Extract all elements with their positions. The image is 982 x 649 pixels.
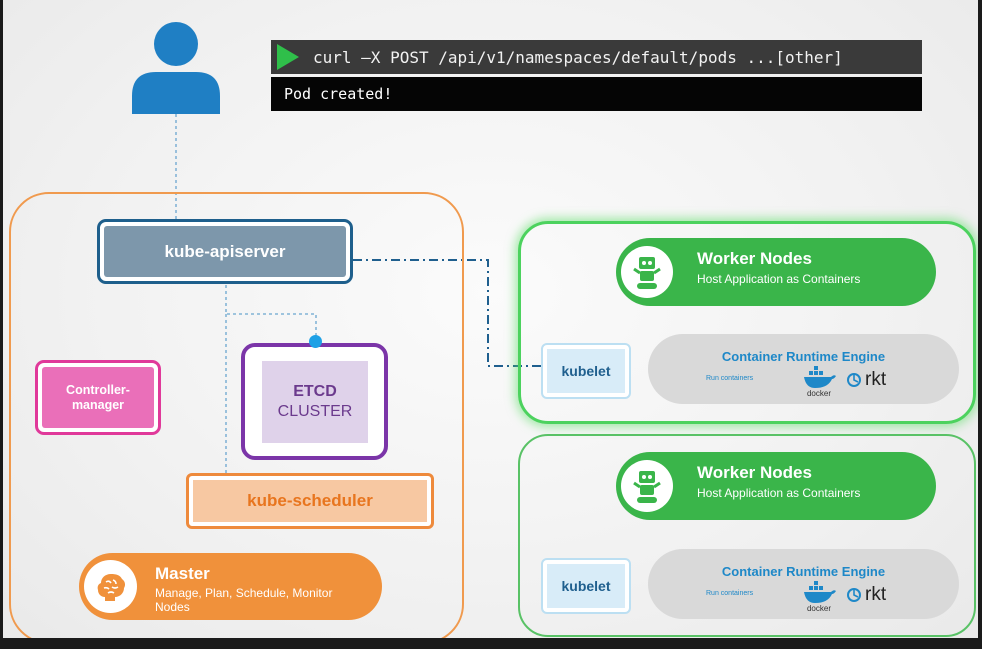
etcd-cluster-box[interactable]: ETCD CLUSTER	[241, 343, 388, 460]
rkt-label: rkt	[865, 584, 887, 605]
brain-icon	[84, 560, 137, 613]
terminal-command: curl –X POST /api/v1/namespaces/default/…	[313, 47, 843, 67]
worker-nodes-subtitle: Host Application as Containers	[697, 272, 861, 286]
kube-apiserver-box[interactable]: kube-apiserver	[97, 219, 353, 284]
master-pill: Master Manage, Plan, Schedule, Monitor N…	[79, 553, 382, 620]
window-edge-right	[978, 0, 982, 649]
controller-manager-label: Controller- manager	[42, 367, 154, 428]
docker-icon: docker	[801, 580, 837, 613]
kube-scheduler-label: kube-scheduler	[193, 480, 427, 522]
docker-icon: docker	[801, 365, 837, 398]
master-description: Manage, Plan, Schedule, Monitor Nodes	[155, 586, 333, 614]
controller-manager-label-line2: manager	[71, 397, 125, 412]
window-edge-left	[0, 0, 3, 649]
container-runtime-engine[interactable]: Container Runtime Engine Run containers …	[648, 549, 959, 619]
bottom-bar	[0, 638, 982, 649]
worker-nodes-title: Worker Nodes	[697, 463, 812, 482]
worker-nodes-title: Worker Nodes	[697, 249, 812, 268]
robot-icon	[621, 246, 673, 298]
worker-nodes-subtitle: Host Application as Containers	[697, 486, 861, 500]
rkt-logo: rkt	[846, 584, 886, 606]
rkt-icon	[847, 588, 861, 602]
connector-dot	[309, 335, 322, 348]
rkt-label: rkt	[865, 369, 887, 390]
master-title: Master	[155, 564, 210, 583]
kube-scheduler-box[interactable]: kube-scheduler	[186, 473, 434, 529]
docker-label: docker	[807, 604, 831, 612]
container-runtime-subtitle: Run containers	[706, 375, 754, 382]
container-runtime-title: Container Runtime Engine	[721, 349, 886, 364]
terminal-command-bar: curl –X POST /api/v1/namespaces/default/…	[271, 40, 922, 74]
kubelet-box[interactable]: kubelet	[541, 558, 631, 614]
etcd-cluster-inner: ETCD CLUSTER	[262, 361, 368, 443]
kube-apiserver-label: kube-apiserver	[104, 226, 346, 277]
kubelet-label: kubelet	[547, 564, 625, 608]
worker-node-panel	[518, 434, 976, 637]
rkt-icon	[847, 373, 861, 387]
controller-manager-box[interactable]: Controller- manager	[35, 360, 161, 435]
kubelet-label: kubelet	[547, 349, 625, 393]
controller-manager-label-line1: Controller-	[66, 382, 130, 397]
kubelet-box[interactable]: kubelet	[541, 343, 631, 399]
worker-nodes-pill: Worker Nodes Host Application as Contain…	[616, 452, 936, 520]
apiserver-to-kubelet-line	[353, 259, 541, 367]
apiserver-to-etcd-line	[225, 285, 317, 336]
robot-icon	[621, 460, 673, 512]
terminal-output: Pod created!	[271, 77, 922, 111]
container-runtime-subtitle: Run containers	[706, 590, 754, 597]
container-runtime-engine[interactable]: Container Runtime Engine Run containers …	[648, 334, 959, 404]
worker-node-panel	[518, 221, 976, 424]
worker-nodes-pill: Worker Nodes Host Application as Contain…	[616, 238, 936, 306]
etcd-subtitle: CLUSTER	[277, 403, 353, 420]
etcd-title: ETCD	[293, 383, 337, 400]
docker-label: docker	[807, 389, 831, 397]
rkt-logo: rkt	[846, 369, 886, 391]
container-runtime-title: Container Runtime Engine	[721, 564, 886, 579]
user-icon	[130, 20, 222, 114]
play-icon[interactable]	[277, 44, 299, 70]
